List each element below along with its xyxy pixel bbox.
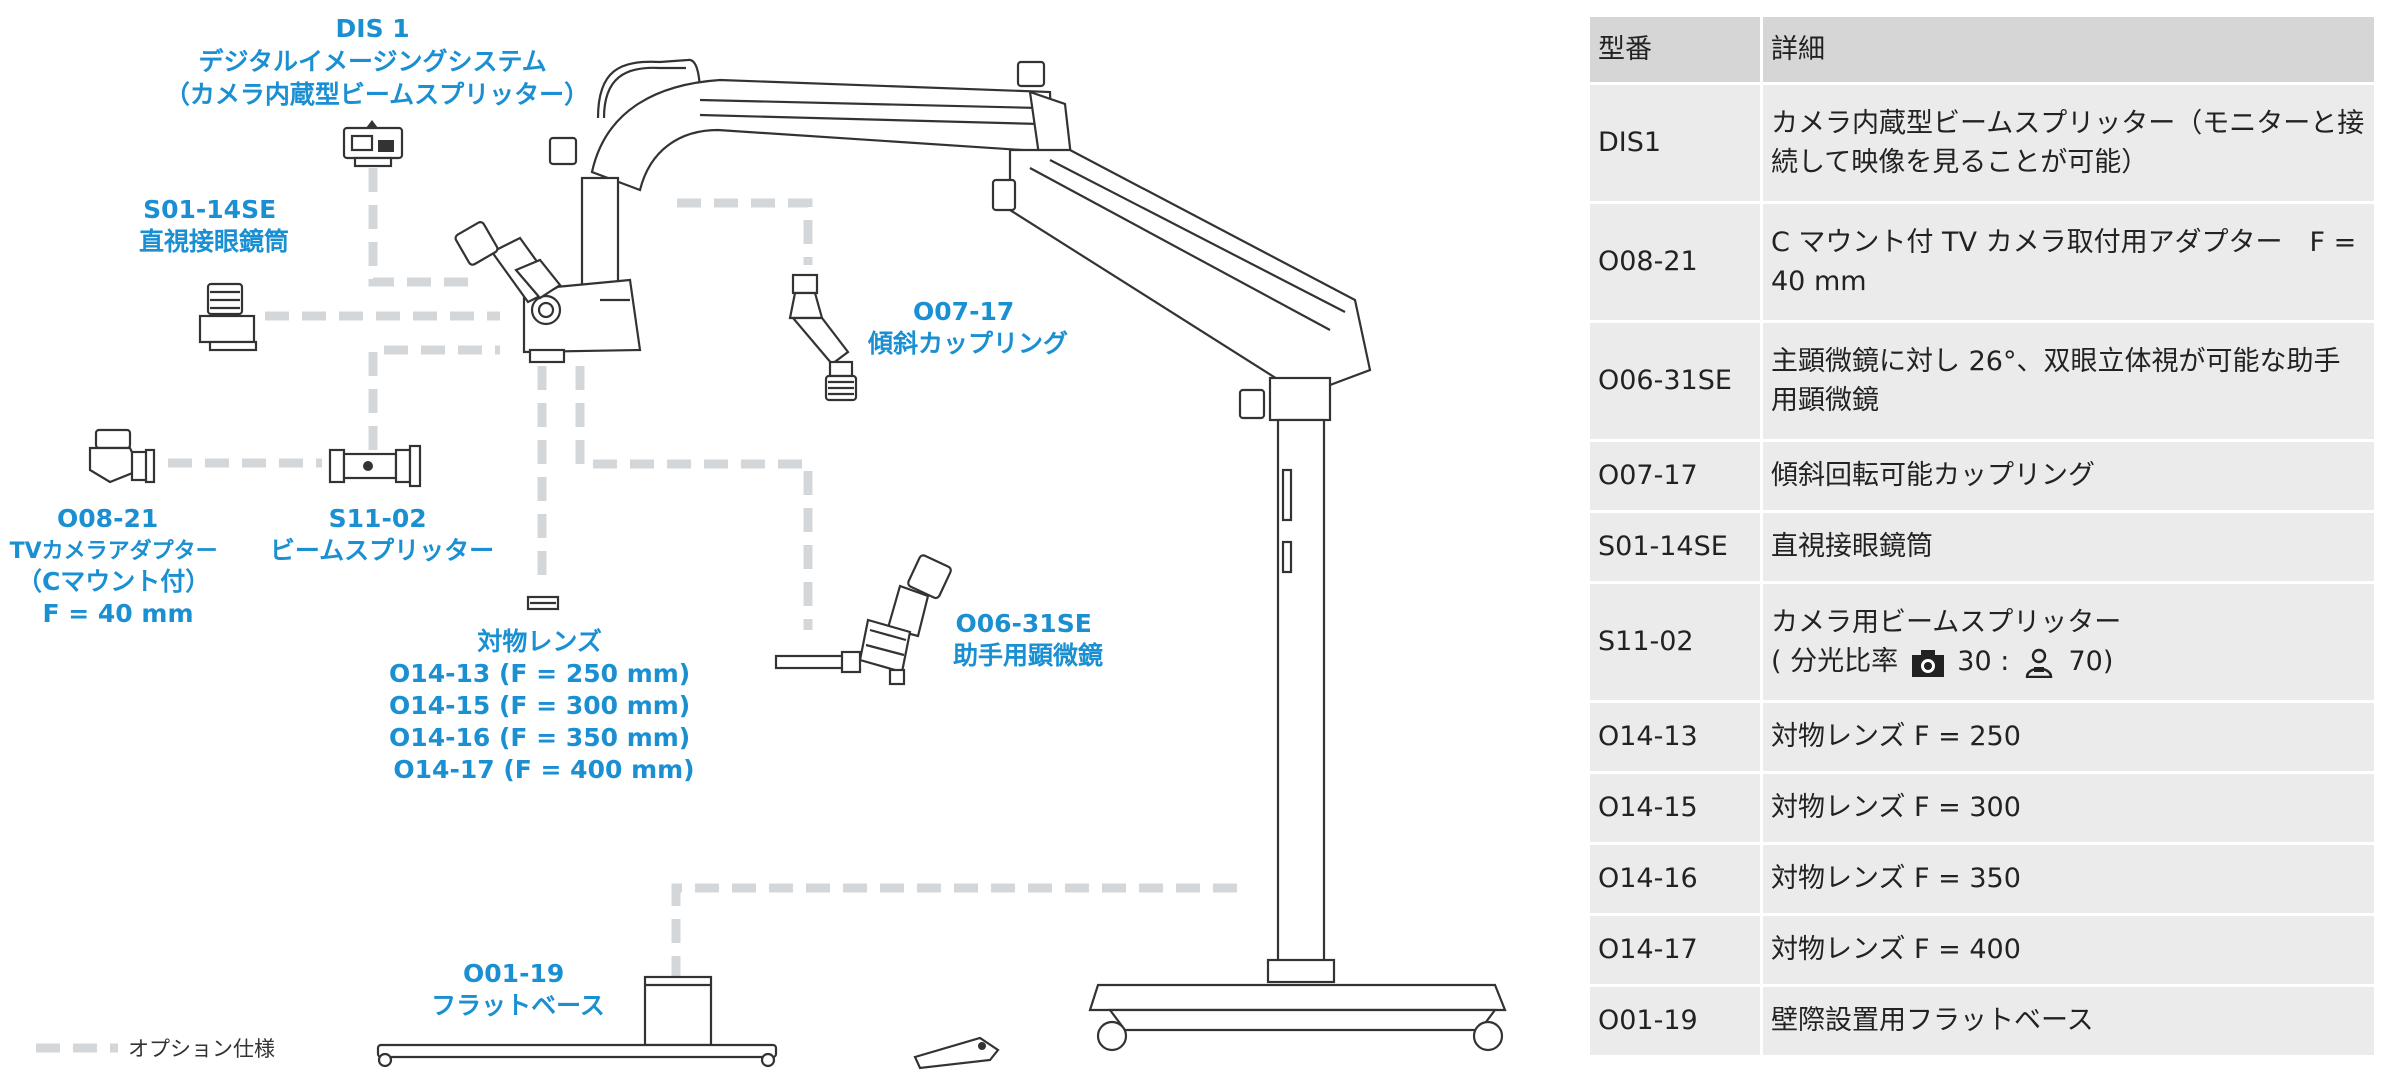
person-icon — [2025, 648, 2053, 678]
caster-left — [1096, 1020, 1128, 1052]
legend-label: オプション仕様 — [128, 1037, 275, 1061]
model-cell: O01-19 — [1587, 984, 1763, 1058]
s11-02-option-line — [368, 345, 500, 450]
detail-line: 対物レンズ F = 350 — [1771, 863, 2021, 895]
detail-line: 続して映像を見ることが可能） — [1771, 147, 2149, 178]
model-cell: O06-31SE — [1587, 320, 1763, 442]
model-cell: S01-14SE — [1587, 510, 1763, 584]
model-cell: DIS1 — [1587, 82, 1763, 204]
label-o08-21: O08-21 TVカメラアダプター （Cマウント付） F = 40 mm — [10, 504, 227, 628]
detail-line: 用顕微鏡 — [1771, 385, 1879, 416]
o07-17-option-line — [677, 198, 813, 265]
o06-31se-option-line — [575, 366, 813, 630]
detail-cell: 壁際設置用フラットベース — [1760, 984, 2377, 1058]
foot-pedal — [913, 1036, 1000, 1070]
detail-cell: 傾斜回転可能カップリング — [1760, 439, 2377, 513]
detail-cell: 対物レンズ F = 300 — [1760, 771, 2377, 845]
model-cell: O08-21 — [1587, 201, 1763, 323]
o08-21-icon — [88, 428, 156, 484]
model-cell: O07-17 — [1587, 439, 1763, 513]
detail-line: 対物レンズ F = 300 — [1771, 792, 2021, 824]
stand-base — [1088, 983, 1507, 1012]
label-o01-19: O01-19 フラットベース — [431, 959, 605, 1020]
table-header-row: 型番 詳細 — [1587, 14, 2377, 85]
diagram-labels: DIS 1 デジタルイメージングシステム （カメラ内蔵型ビームスプリッター） S… — [10, 14, 1103, 1061]
objective-mount — [528, 348, 566, 364]
detail-line: カメラ用ビームスプリッター — [1771, 606, 2122, 638]
header-model: 型番 — [1587, 14, 1763, 85]
detail-cell: 直視接眼鏡筒 — [1760, 510, 2377, 584]
detail-line: 40 mm — [1771, 266, 1867, 297]
detail-cell: C マウント付 TV カメラ取付用アダプター F = 40 mm — [1760, 201, 2377, 323]
pillar — [1276, 418, 1326, 970]
s11-02-icon — [328, 444, 422, 488]
o07-17-icon — [788, 273, 858, 402]
pillar-knob — [1238, 388, 1266, 420]
detail-line: C マウント付 TV カメラ取付用アダプター F = — [1771, 226, 2357, 258]
pillar-collar — [1268, 376, 1332, 422]
detail-line: 傾斜回転可能カップリング — [1771, 460, 2095, 492]
detail-cell: カメラ内蔵型ビームスプリッター（モニターと接続して映像を見ることが可能） — [1760, 82, 2377, 204]
model-cell: O14-13 — [1587, 700, 1763, 774]
label-o07-17: O07-17 傾斜カップリング — [867, 297, 1068, 358]
detail-cell: 対物レンズ F = 400 — [1760, 913, 2377, 987]
model-cell: O14-15 — [1587, 771, 1763, 845]
caster-right — [1472, 1020, 1504, 1052]
detail-cell: 主顕微鏡に対し 26°、双眼立体視が可能な助手用顕微鏡 — [1760, 320, 2377, 442]
detail-line: ( 分光比率 30 : 70) — [1771, 646, 2114, 678]
detail-line: 対物レンズ F = 400 — [1771, 934, 2021, 966]
o01-19-option-line — [671, 883, 1237, 980]
accessory-diagram: DIS 1 デジタルイメージングシステム （カメラ内蔵型ビームスプリッター） S… — [10, 14, 1507, 1070]
upper-arm-knob — [1016, 60, 1046, 88]
microscope-stand — [454, 58, 1507, 1070]
header-detail: 詳細 — [1760, 14, 2377, 85]
detail-line: 直視接眼鏡筒 — [1771, 531, 1933, 563]
o06-31se-icon — [774, 554, 952, 686]
head-column — [580, 176, 620, 300]
detail-line: カメラ内蔵型ビームスプリッター（モニターと接 — [1771, 107, 2365, 139]
label-o06-31se: O06-31SE 助手用顕微鏡 — [953, 609, 1103, 670]
head-knob — [548, 136, 578, 166]
detail-cell: カメラ用ビームスプリッター ( 分光比率 30 : 70) — [1760, 581, 2377, 703]
s01-14se-icon — [198, 282, 258, 352]
lower-arm-knob — [991, 178, 1017, 212]
detail-line: 壁際設置用フラットベース — [1771, 1005, 2094, 1037]
accessory-icons — [88, 120, 952, 1068]
model-cell: S11-02 — [1587, 581, 1763, 703]
pillar-foot — [1266, 958, 1336, 984]
detail-cell: 対物レンズ F = 350 — [1760, 842, 2377, 916]
camera-icon — [1911, 649, 1944, 677]
option-lines — [36, 168, 1237, 1053]
label-s11-02: S11-02 ビームスプリッター — [270, 504, 494, 565]
lower-arm — [1008, 148, 1372, 387]
model-cell: O14-17 — [1587, 913, 1763, 987]
label-objective-lens: 対物レンズ O14-13 (F = 250 mm) O14-15 (F = 30… — [389, 627, 699, 784]
detail-cell: 対物レンズ F = 250 — [1760, 700, 2377, 774]
upper-arm — [590, 78, 1054, 192]
detail-line: 対物レンズ F = 250 — [1771, 721, 2021, 753]
objective-lens-icon — [526, 595, 560, 611]
detail-line: 主顕微鏡に対し 26°、双眼立体視が可能な助手 — [1771, 345, 2341, 377]
o01-19-icon — [376, 975, 778, 1068]
label-dis1: DIS 1 デジタルイメージングシステム （カメラ内蔵型ビームスプリッター） — [165, 14, 589, 109]
dis1-icon — [342, 120, 404, 168]
label-s01-14se: S01-14SE 直視接眼鏡筒 — [139, 195, 289, 256]
dis1-option-line — [368, 168, 480, 287]
model-cell: O14-16 — [1587, 842, 1763, 916]
